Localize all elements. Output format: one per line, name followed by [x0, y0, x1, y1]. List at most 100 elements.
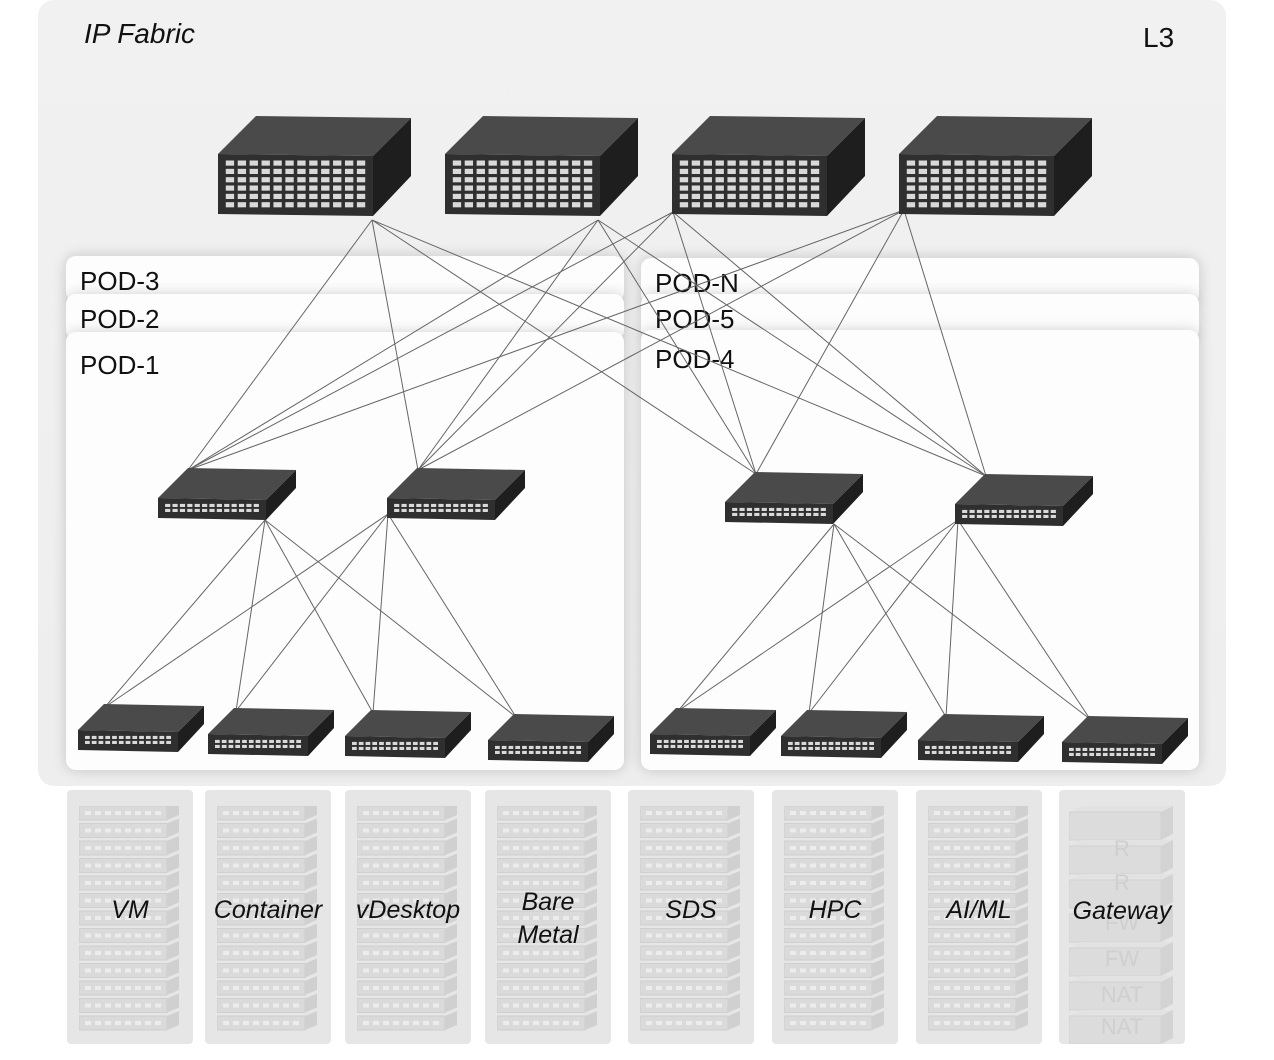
network-switch-icon — [158, 468, 296, 520]
spine-agg-link — [755, 209, 905, 475]
agg-leaf-link — [677, 523, 835, 712]
workload-label: Container — [213, 896, 323, 924]
server-rack-icon — [497, 806, 597, 1031]
workload-hpc: HPC — [772, 790, 898, 1044]
agg-leaf-link — [808, 523, 835, 714]
network-switch-icon — [650, 708, 776, 756]
workload-ai-ml: AI/ML — [916, 790, 1042, 1044]
agg-leaf-link — [808, 519, 959, 714]
pod-label-3: POD-3 — [80, 266, 160, 296]
aggregation-switch — [725, 472, 867, 531]
workload-gateway: R R FW FW NAT NAT Gateway — [1059, 790, 1185, 1044]
network-switch-icon — [78, 704, 204, 752]
server-rack-icon — [79, 806, 179, 1031]
leaf-switch — [78, 704, 208, 759]
workload-label: vDesktop — [355, 896, 461, 924]
agg-leaf-link — [372, 513, 389, 714]
workload-vdesktop: vDesktop — [345, 790, 471, 1044]
spine-agg-link — [672, 211, 987, 477]
network-switch-icon — [672, 116, 865, 216]
agg-leaf-link — [833, 523, 1091, 720]
spine-switch — [899, 116, 1096, 223]
network-switch-icon — [208, 708, 334, 756]
server-rack-icon — [784, 806, 884, 1031]
spine-agg-link — [597, 219, 987, 477]
gateway-tag-fw1: FW — [1104, 910, 1140, 935]
workload-label: VM — [111, 896, 149, 924]
agg-leaf-link — [833, 523, 947, 718]
spine-agg-link — [187, 211, 674, 471]
spine-agg-link — [417, 219, 599, 471]
spine-switch — [672, 116, 869, 223]
agg-leaf-link — [235, 513, 389, 712]
server-rack-icon — [357, 806, 457, 1031]
gateway-appliance-stack — [1069, 806, 1173, 1044]
network-switch-icon — [488, 714, 614, 762]
leaf-switch — [650, 708, 780, 763]
gateway-tag-nat1: NAT — [1100, 982, 1144, 1007]
workload-label-line1: Bare — [521, 888, 575, 916]
network-switch-icon — [445, 116, 638, 216]
network-switch-icon — [218, 116, 411, 216]
spine-agg-link — [187, 219, 373, 471]
pod-label-2: POD-2 — [80, 304, 160, 334]
leaf-switch — [345, 710, 475, 765]
spine-agg-link — [371, 219, 419, 471]
agg-leaf-link — [387, 513, 517, 718]
pod-label-n: POD-N — [655, 268, 739, 298]
aggregation-switch — [955, 474, 1097, 533]
workload-label: Gateway — [1072, 897, 1172, 925]
workload-container: Container — [205, 790, 331, 1044]
network-switch-icon — [1062, 716, 1188, 764]
spine-switch — [218, 116, 415, 223]
network-switch-icon — [781, 710, 907, 758]
leaf-switch — [781, 710, 911, 765]
agg-leaf-link — [104, 519, 266, 708]
agg-leaf-link — [264, 519, 374, 714]
spine-switch — [445, 116, 642, 223]
spine-agg-link — [187, 219, 599, 471]
agg-leaf-link — [957, 519, 1091, 720]
server-rack-icon — [640, 806, 740, 1031]
leaf-switch — [1062, 716, 1192, 771]
spine-agg-link — [371, 219, 757, 475]
pod-label-5: POD-5 — [655, 304, 735, 334]
network-switch-icon — [955, 474, 1093, 526]
agg-leaf-link — [677, 519, 959, 712]
network-switch-icon — [725, 472, 863, 524]
gateway-tag-nat2: NAT — [1100, 1014, 1144, 1039]
spine-agg-link — [417, 209, 905, 471]
agg-leaf-link — [264, 519, 517, 718]
agg-leaf-link — [235, 519, 266, 712]
network-switch-icon — [387, 468, 525, 520]
spine-agg-link — [597, 219, 757, 475]
workload-label: AI/ML — [946, 896, 1012, 924]
network-switch-icon — [899, 116, 1092, 216]
gateway-tag-fw2: FW — [1104, 946, 1140, 971]
leaf-switch — [918, 714, 1048, 769]
leaf-switch — [208, 708, 338, 763]
workload-label: SDS — [665, 896, 717, 924]
aggregation-switch — [158, 468, 300, 527]
workload-sds: SDS — [628, 790, 754, 1044]
workload-vm: VM — [67, 790, 193, 1044]
workload-label-line2: Metal — [517, 921, 579, 949]
workload-label: HPC — [808, 896, 862, 924]
spine-agg-link — [903, 209, 987, 477]
leaf-switch — [488, 714, 618, 769]
spine-agg-link — [371, 219, 987, 477]
workload-bare-metal: Bare Metal — [485, 790, 611, 1044]
pod-label-4: POD-4 — [655, 344, 735, 374]
network-switch-icon — [345, 710, 471, 758]
spine-agg-link — [417, 211, 674, 471]
pod-card-1: POD-1 — [66, 332, 624, 770]
server-rack-icon — [217, 806, 317, 1031]
spine-agg-link — [187, 209, 905, 471]
aggregation-switch — [387, 468, 529, 527]
layer-label: L3 — [1143, 22, 1175, 53]
gateway-tag-r1: R — [1114, 836, 1130, 861]
gateway-tag-r2: R — [1114, 870, 1130, 895]
agg-leaf-link — [104, 513, 389, 708]
pod-label-1: POD-1 — [80, 350, 160, 380]
